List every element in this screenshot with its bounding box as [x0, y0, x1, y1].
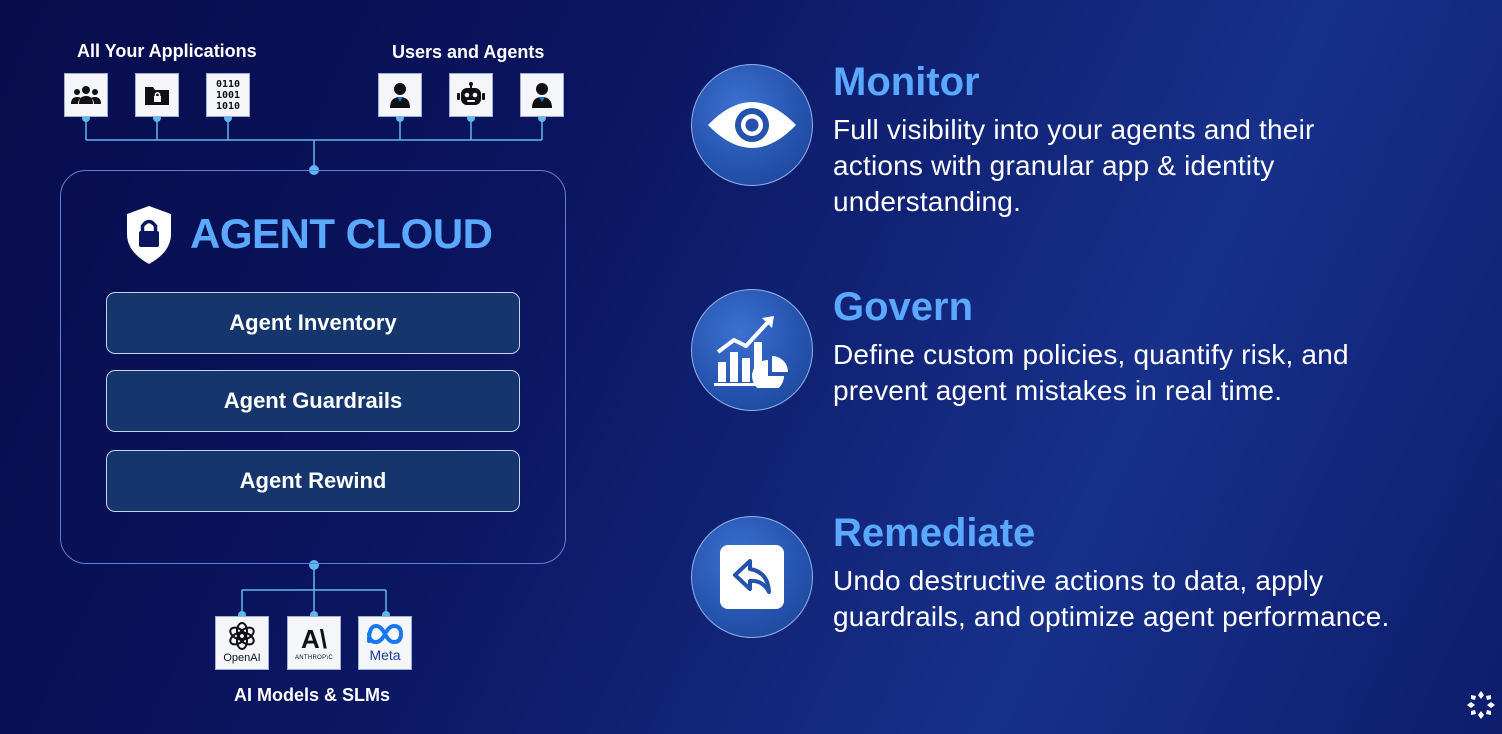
feature-title-monitor: Monitor	[833, 60, 980, 104]
binary-row: 1001	[215, 89, 241, 101]
undo-arrow-icon	[691, 516, 813, 638]
users-group-icon	[64, 73, 108, 117]
meta-logo-icon	[367, 623, 404, 645]
model-name: OpenAI	[223, 652, 261, 664]
openai-logo-icon	[229, 622, 255, 650]
agent-cloud-title: AGENT CLOUD	[190, 210, 493, 257]
anthropic-logo-icon: A\	[301, 624, 327, 654]
feature-desc-line: Undo destructive actions to data, apply	[833, 565, 1324, 596]
model-openai: OpenAI	[215, 616, 269, 670]
person-icon	[378, 73, 422, 117]
feature-desc-govern: Define custom policies, quantify risk, a…	[833, 337, 1483, 409]
feature-desc-line: understanding.	[833, 186, 1022, 217]
agent-cloud-box	[60, 170, 566, 564]
module-agent-rewind: Agent Rewind	[106, 450, 520, 512]
feature-desc-line: prevent agent mistakes in real time.	[833, 375, 1283, 406]
feature-desc-line: Define custom policies, quantify risk, a…	[833, 339, 1349, 370]
analytics-chart-icon	[691, 289, 813, 411]
feature-desc-line: guardrails, and optimize agent performan…	[833, 601, 1390, 632]
feature-title-remediate: Remediate	[833, 511, 1036, 555]
model-name: Meta	[369, 647, 401, 663]
feature-desc-remediate: Undo destructive actions to data, apply …	[833, 563, 1483, 635]
person-icon	[520, 73, 564, 117]
binary-row: 0110	[215, 78, 241, 90]
feature-title-govern: Govern	[833, 285, 974, 329]
shield-lock-icon	[124, 204, 174, 271]
feature-desc-line: Full visibility into your agents and the…	[833, 114, 1315, 145]
eye-icon	[691, 64, 813, 186]
brand-logo-icon	[1465, 689, 1497, 726]
applications-label: All Your Applications	[77, 41, 257, 61]
feature-desc-line: actions with granular app & identity	[833, 150, 1275, 181]
model-meta: Meta	[358, 616, 412, 670]
model-anthropic: A\ ANTHROP\C	[287, 616, 341, 670]
robot-icon	[449, 73, 493, 117]
binary-data-icon: 0110 1001 1010	[206, 73, 250, 117]
users-agents-label: Users and Agents	[392, 42, 545, 62]
binary-row: 1010	[215, 100, 241, 112]
module-agent-inventory: Agent Inventory	[106, 292, 520, 354]
module-agent-guardrails: Agent Guardrails	[106, 370, 520, 432]
feature-desc-monitor: Full visibility into your agents and the…	[833, 112, 1483, 220]
model-name: ANTHROP\C	[294, 655, 334, 661]
folder-lock-icon	[135, 73, 179, 117]
models-label: AI Models & SLMs	[234, 685, 391, 705]
